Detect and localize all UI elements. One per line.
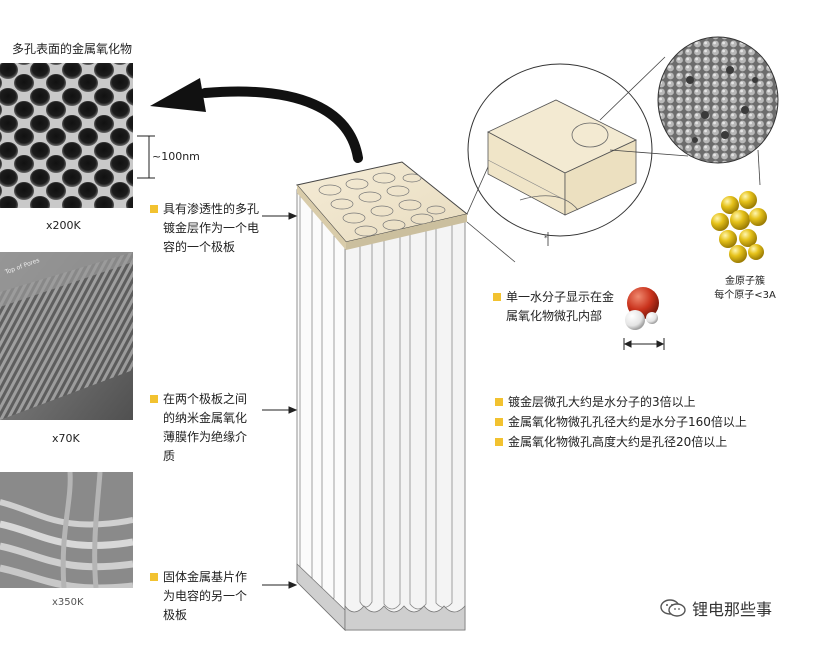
sem-honeycomb-texture <box>0 63 133 208</box>
gold-atom-cluster <box>711 191 767 263</box>
facts-list: 镀金层微孔大约是水分子的3倍以上 金属氧化物微孔孔径大约是水分子160倍以上 金… <box>495 392 747 452</box>
porous-oxide-title: 多孔表面的金属氧化物 <box>12 42 133 56</box>
bullet-square <box>495 418 503 426</box>
fact-item: 金属氧化物微孔高度大约是孔径20倍以上 <box>508 435 728 449</box>
scale-bracket <box>137 135 155 179</box>
sem-column-texture: Top of Pores <box>0 252 133 420</box>
annotation-line: 薄膜作为绝缘介 <box>163 430 248 444</box>
gold-cluster-label: 金原子簇 每个原子<3A <box>700 275 790 303</box>
curved-arrow-head <box>150 78 206 112</box>
annotation-line: 为电容的另一个 <box>163 589 248 603</box>
watermark-text: 锂电那些事 <box>692 600 773 619</box>
note-line: 单一水分子显示在金 <box>506 290 615 304</box>
annotation-line: 在两个极板之间 <box>163 392 248 406</box>
note-line: 属氧化物微孔内部 <box>506 309 603 323</box>
annotation-line: 极板 <box>163 608 188 622</box>
fact-item: 镀金层微孔大约是水分子的3倍以上 <box>508 395 696 409</box>
annotation-line: 的纳米金属氧化 <box>163 411 248 425</box>
bullet-square <box>150 573 158 581</box>
curved-arrow <box>200 86 363 163</box>
bullet-square <box>150 205 158 213</box>
water-molecule <box>625 287 659 330</box>
water-note: 单一水分子显示在金 属氧化物微孔内部 <box>493 288 614 326</box>
annotation-dielectric: 在两个极板之间 的纳米金属氧化 薄膜作为绝缘介 质 <box>150 390 247 466</box>
annotation-top-plate: 具有渗透性的多孔 镀金层作为一个电 容的一个极板 <box>150 200 259 257</box>
annotation-substrate: 固体金属基片作 为电容的另一个 极板 <box>150 568 247 625</box>
bullet-square <box>495 398 503 406</box>
bullet-square <box>150 395 158 403</box>
capacitor-column <box>296 161 469 631</box>
sem-top-view-image <box>0 63 133 208</box>
magnification-x350k: x350K <box>52 597 84 608</box>
fact-item: 金属氧化物微孔孔径大约是水分子160倍以上 <box>508 415 747 429</box>
svg-text:*: * <box>544 234 548 242</box>
annotation-line: 容的一个极板 <box>163 240 236 254</box>
magnification-x70k: x70K <box>52 432 80 445</box>
water-size-marker <box>623 338 665 350</box>
annotation-line: 镀金层作为一个电 <box>163 221 260 235</box>
annotation-line: 质 <box>163 449 176 463</box>
magnification-x200k: x200K <box>46 219 81 232</box>
annotation-line: 固体金属基片作 <box>163 570 248 584</box>
watermark: 锂电那些事 <box>660 596 772 620</box>
sem-ridge-texture <box>0 472 133 588</box>
gold-cluster-size: 每个原子<3A <box>714 290 776 301</box>
scale-label: ~100nm <box>152 150 200 163</box>
gold-cluster-title: 金原子簇 <box>725 276 765 287</box>
sem-angled-view-image: Top of Pores <box>0 252 133 420</box>
magnified-pore-section: * <box>467 63 653 246</box>
annotation-line: 具有渗透性的多孔 <box>163 202 260 216</box>
sem-bottom-view-image <box>0 472 133 588</box>
atomic-surface-image <box>657 36 779 164</box>
wechat-icon <box>660 599 686 617</box>
bullet-square <box>495 438 503 446</box>
bullet-square <box>493 293 501 301</box>
